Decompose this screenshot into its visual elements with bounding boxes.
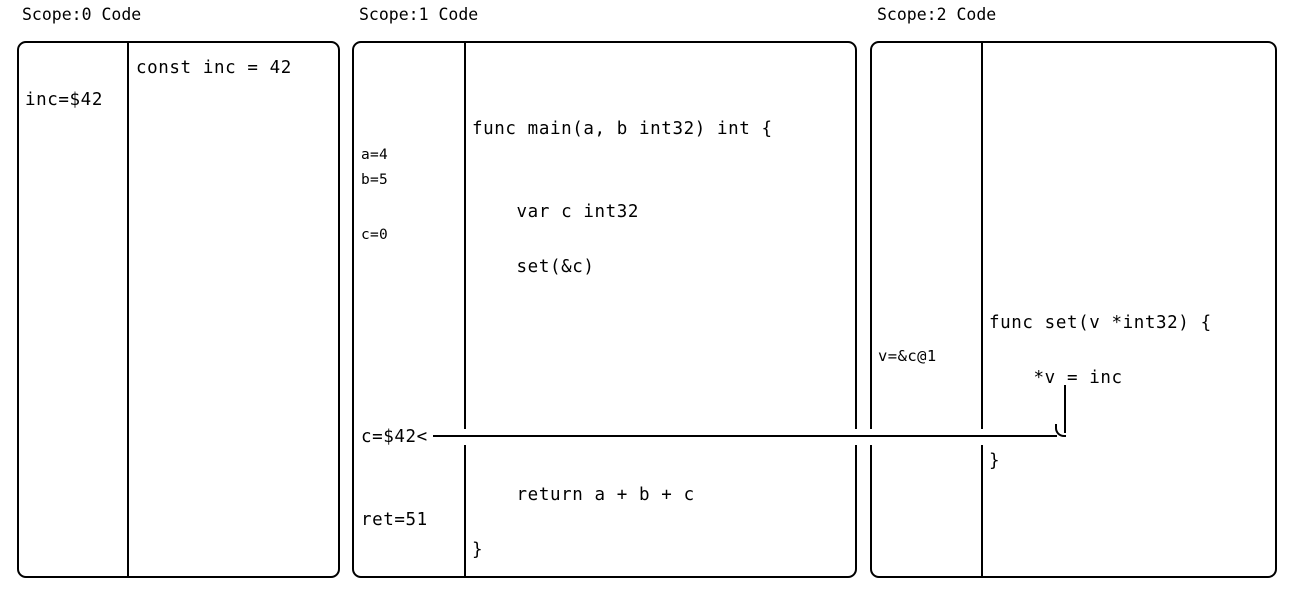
- scope-title-2: Scope:2 Code: [877, 5, 997, 24]
- scope-box-2: [870, 41, 1277, 578]
- scope-divider-0: [127, 41, 130, 578]
- code-line: func main(a, b int32) int {: [472, 119, 773, 139]
- var-item: b=5: [361, 172, 389, 188]
- scope-divider-1: [464, 41, 467, 578]
- var-item: v=&c@1: [878, 347, 937, 365]
- code-line: func set(v *int32) {: [989, 313, 1212, 333]
- scope-title-1: Scope:1 Code: [359, 5, 479, 24]
- scope-box-1: [352, 41, 857, 578]
- arrow-corner: [1055, 424, 1066, 437]
- code-line: set(&c): [472, 257, 595, 277]
- code-line: return a + b + c: [472, 485, 695, 505]
- var-item: inc=$42: [25, 90, 103, 110]
- code-line: }: [472, 540, 484, 560]
- code-line: const inc = 42: [136, 58, 292, 78]
- var-item-arrow-target: c=$42<: [361, 427, 428, 447]
- arrow-segment-horizontal: [433, 435, 1057, 438]
- code-line: var c int32: [472, 202, 640, 222]
- var-item: ret=51: [361, 510, 428, 530]
- var-item: c=0: [361, 227, 389, 243]
- arrow-segment-vertical: [1064, 385, 1067, 433]
- scope-divider-2: [981, 41, 984, 578]
- var-item: a=4: [361, 147, 389, 163]
- code-line: *v = inc: [989, 368, 1123, 388]
- scope-title-0: Scope:0 Code: [22, 5, 142, 24]
- code-line: }: [989, 451, 1001, 471]
- scope-box-0: [17, 41, 340, 578]
